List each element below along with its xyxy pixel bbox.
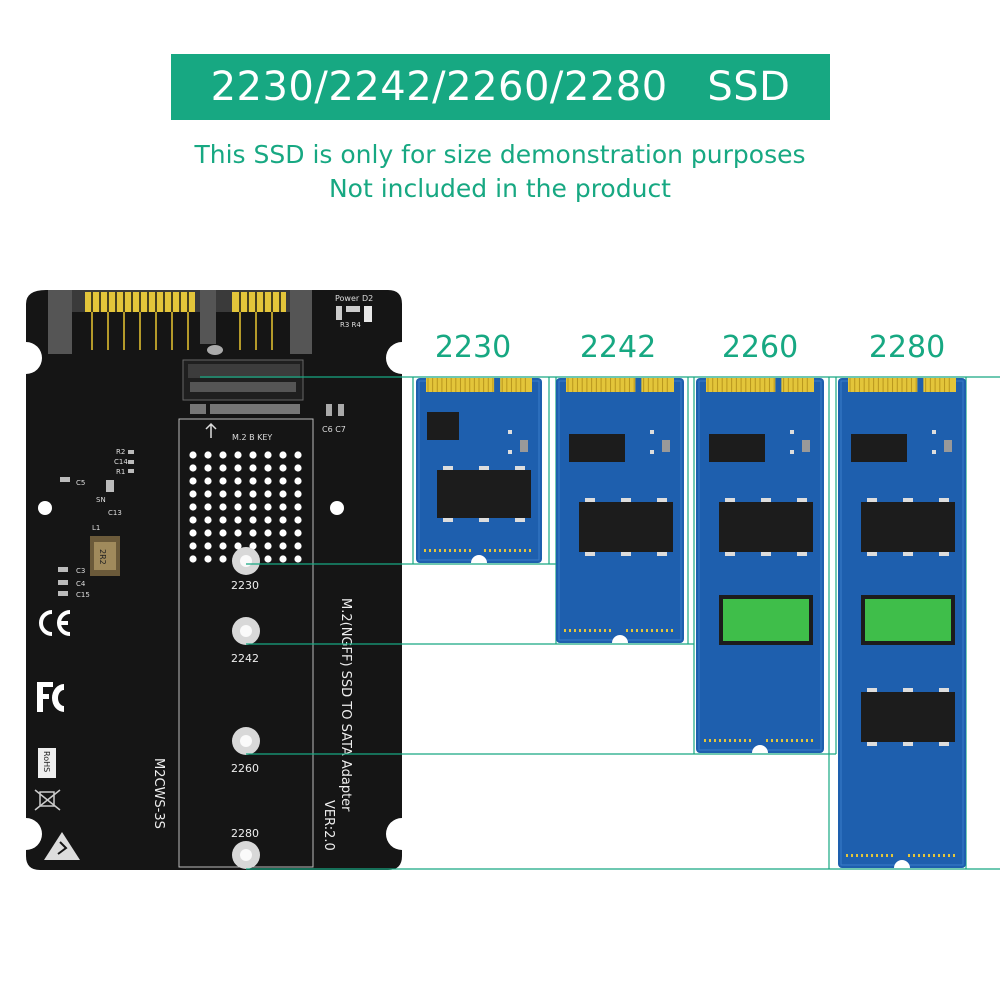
led-ref-label: D2	[362, 294, 373, 303]
ref-sn: SN	[96, 496, 106, 504]
mount-label-2230: 2230	[231, 579, 259, 592]
ssd-size-label-2280: 2280	[868, 330, 946, 365]
inductor: 2R2	[90, 536, 120, 576]
mount-hole-2242	[232, 617, 260, 645]
cap-refs-label: C6 C7	[322, 425, 346, 434]
chip	[861, 692, 955, 742]
chip	[437, 470, 531, 518]
rohs-mark-icon: RoHS	[38, 748, 56, 778]
title-banner: 2230/2242/2260/2280 SSD	[171, 54, 830, 120]
power-led-label: Power	[335, 294, 360, 303]
chip	[861, 502, 955, 552]
m2-socket	[182, 359, 304, 414]
weee-bin-icon	[34, 789, 61, 811]
mount-hole-2260	[232, 727, 260, 755]
chip	[569, 434, 625, 462]
ref-c13: C13	[108, 509, 122, 517]
ssd-card-2242	[556, 378, 684, 643]
ssd-size-label-2260: 2260	[721, 330, 799, 365]
chip	[579, 502, 673, 552]
resistor-refs-label: R3 R4	[340, 321, 361, 329]
ref-c15: C15	[76, 591, 90, 599]
inductor-value-label: 2R2	[98, 549, 107, 565]
banner-title: 2230/2242/2260/2280 SSD	[210, 64, 791, 110]
chip	[851, 434, 907, 462]
mount-label-2260: 2260	[231, 762, 259, 775]
ref-r1: R1	[116, 468, 125, 476]
ref-c14: C14	[114, 458, 128, 466]
fcc-mark-icon	[37, 682, 64, 712]
ce-mark-icon	[39, 610, 71, 636]
model-label: M2CWS-3S	[151, 758, 166, 829]
ref-c5: C5	[76, 479, 85, 487]
product-name-label: M.2(NGFF) SSD TO SATA Adapter	[338, 598, 353, 812]
version-label: VER:2.0	[321, 800, 336, 851]
ssd-card-2280	[838, 378, 966, 868]
sata-connector	[48, 290, 312, 355]
ssd-card-2260	[696, 378, 824, 753]
chip	[427, 412, 459, 440]
mount-label-2280: 2280	[231, 827, 259, 840]
esd-warning-icon	[44, 832, 80, 860]
rohs-label: RoHS	[42, 751, 51, 772]
disclaimer-line-2: Not included in the product	[328, 174, 671, 203]
mount-label-2242: 2242	[231, 652, 259, 665]
disclaimer-line-1: This SSD is only for size demonstration …	[194, 140, 806, 169]
ssd-size-label-2230: 2230	[434, 330, 512, 365]
chip	[719, 502, 813, 552]
adapter-board: Power D2 R3 R4 C6 C7 M.2 B KEY 2230	[26, 290, 402, 870]
ref-l1: L1	[92, 524, 100, 532]
ref-c3: C3	[76, 567, 85, 575]
ref-c4: C4	[76, 580, 86, 588]
ssd-size-label-2242: 2242	[579, 330, 657, 365]
slot-key-label: M.2 B KEY	[232, 433, 272, 442]
chip	[709, 434, 765, 462]
vent-dot-grid	[189, 451, 302, 563]
mount-hole-2280	[232, 841, 260, 869]
ssd-card-2230	[416, 378, 542, 563]
mount-hole-2230	[232, 547, 260, 575]
ref-r2: R2	[116, 448, 125, 456]
